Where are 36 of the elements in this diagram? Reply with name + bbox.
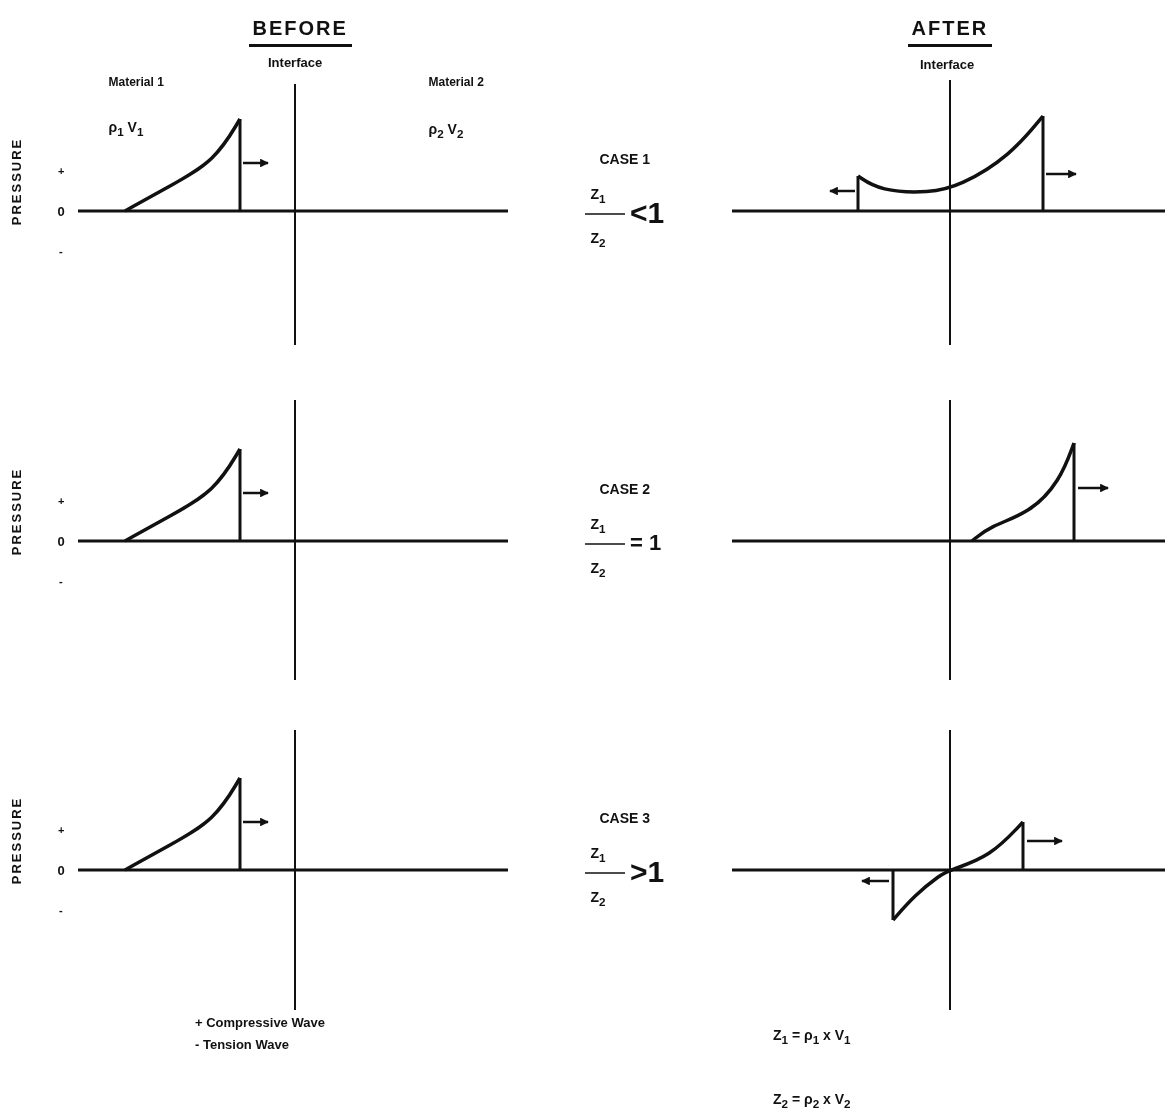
tick-label: 0 — [57, 863, 65, 877]
ratio-relation: <1 — [630, 198, 665, 228]
impedance-symbol: Z$_{2}$ — [590, 230, 606, 248]
axis-title: PRESSURE — [10, 796, 24, 884]
axis-label: Interface — [920, 57, 975, 71]
material-label: Material 1 — [108, 76, 164, 88]
impedance-symbol: Z$_{2}$ — [590, 889, 606, 907]
tick-label: 0 — [57, 204, 65, 218]
ratio-relation: = 1 — [630, 532, 662, 554]
ratio-relation: >1 — [630, 857, 665, 887]
axis-label: Interface — [268, 55, 323, 69]
impedance-symbol: Z$_{1}$ — [590, 186, 606, 204]
impedance-symbol: Z$_{2}$ — [590, 560, 606, 578]
heading: AFTER — [907, 18, 993, 47]
heading: BEFORE — [248, 18, 352, 47]
tick-label: - — [59, 575, 63, 587]
tick-label: + — [58, 495, 65, 507]
axis-title: PRESSURE — [10, 467, 24, 555]
case-label: CASE 1 — [599, 152, 651, 166]
equation: Z$_{2}$ = ρ$_{2}$ x V$_{2}$ — [773, 1091, 851, 1109]
impedance-symbol: Z$_{1}$ — [590, 845, 606, 863]
note: + Compressive Wave — [195, 1015, 325, 1029]
case-label: CASE 2 — [599, 482, 651, 496]
axis-title: PRESSURE — [10, 137, 24, 225]
tick-label: - — [59, 245, 63, 257]
material-label: Material 2 — [428, 76, 484, 88]
tick-label: + — [58, 165, 65, 177]
tick-label: + — [58, 824, 65, 836]
tick-label: 0 — [57, 534, 65, 548]
case-label: CASE 3 — [599, 811, 651, 825]
material-properties: ρ$_{2}$ V$_{2}$ — [428, 121, 464, 139]
tick-label: - — [59, 904, 63, 916]
equation: Z$_{1}$ = ρ$_{1}$ x V$_{1}$ — [773, 1027, 851, 1045]
material-properties: ρ$_{1}$ V$_{1}$ — [108, 119, 144, 137]
note: - Tension Wave — [195, 1037, 289, 1051]
impedance-symbol: Z$_{1}$ — [590, 516, 606, 534]
